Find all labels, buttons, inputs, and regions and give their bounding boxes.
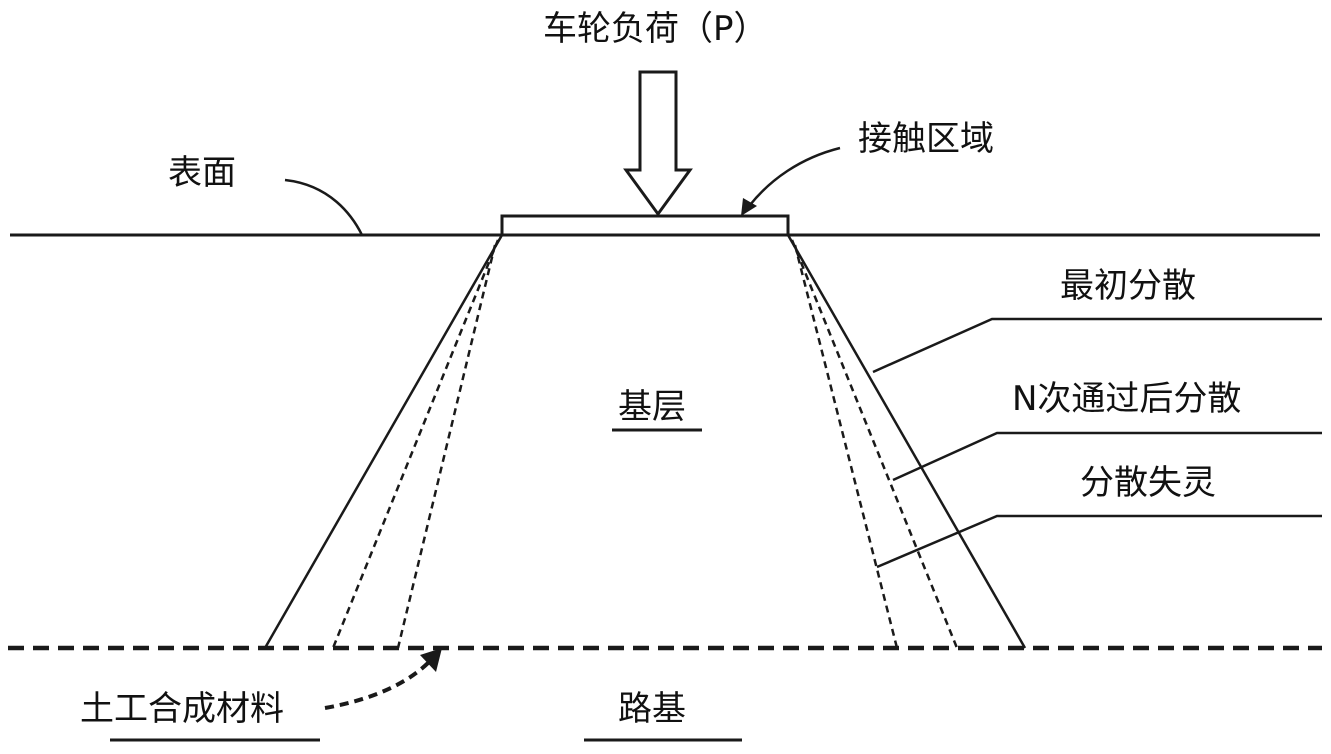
- contact-area-label: 接触区域: [858, 119, 994, 159]
- contact-area-pad: [500, 214, 790, 237]
- initial-spread-line-left: [263, 234, 504, 649]
- base-layer-label: 基层: [618, 387, 686, 427]
- spread-after-n-leader: [892, 431, 1322, 482]
- wheel-load-label: 车轮负荷（P）: [543, 9, 768, 49]
- geosynthetic-leader-arrowhead: [420, 648, 442, 672]
- spread-failure-line-left: [396, 244, 497, 649]
- surface-leader: [284, 178, 364, 236]
- geosynthetic-leader: [324, 661, 430, 710]
- surface-label: 表面: [168, 153, 236, 193]
- spread-failure-label: 分散失灵: [1080, 463, 1216, 503]
- geosynthetic-label: 土工合成材料: [80, 689, 284, 729]
- spread-after-n-line-right: [790, 239, 959, 649]
- spread-failure-leader: [876, 514, 1322, 569]
- wheel-load-arrow: [623, 70, 693, 217]
- spread-after-n-line-left: [331, 239, 500, 649]
- spread-failure-line-right: [793, 244, 899, 649]
- contact-area-leader: [749, 146, 841, 206]
- initial-spread-label: 最初分散: [1060, 266, 1196, 306]
- initial-spread-leader: [872, 317, 1322, 374]
- initial-spread-line-right: [786, 234, 1027, 649]
- subgrade-label: 路基: [618, 689, 686, 729]
- spread-after-n-label: N次通过后分散: [1012, 379, 1241, 419]
- contact-area-leader-arrowhead: [741, 198, 757, 216]
